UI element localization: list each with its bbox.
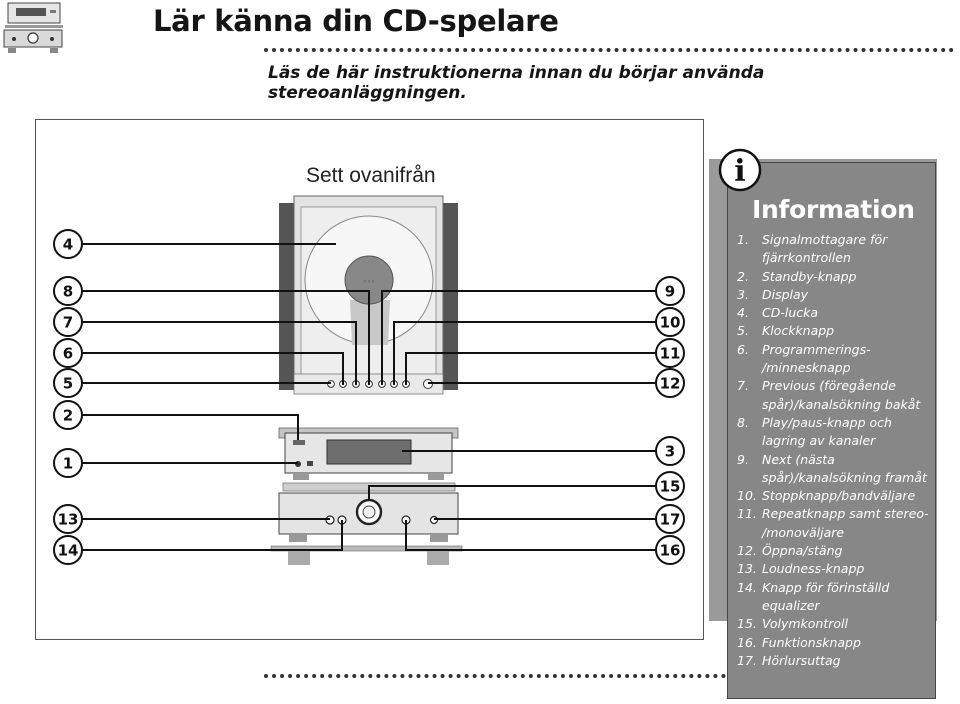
info-item-text: Klockknapp (762, 323, 835, 339)
stereo-thumbnail-icon (3, 2, 63, 53)
callout-5: 5 (63, 375, 73, 393)
info-item: 5. Klockknapp (737, 322, 933, 340)
info-item-number: 17. (737, 652, 757, 668)
info-item-number: 2. (737, 268, 749, 284)
callout-2: 2 (63, 407, 73, 425)
info-item-text: Display (762, 286, 809, 302)
info-item-number: 11. (737, 506, 757, 522)
callout-6: 6 (63, 345, 73, 363)
info-item: 12. Öppna/stäng (737, 542, 933, 560)
callout-10: 10 (660, 314, 681, 332)
callout-1: 1 (63, 455, 73, 473)
info-item-number: 6. (737, 341, 749, 357)
subtitle: Läs de här instruktionerna innan du börj… (268, 63, 765, 103)
info-item-number: 5. (737, 323, 749, 339)
info-item-number: 13. (737, 561, 757, 577)
info-item-text: Signalmottagare för fjärrkontrollen (762, 232, 888, 266)
info-item-text: Öppna/stäng (762, 543, 843, 559)
info-item: 10. Stoppknapp/bandväljare (737, 487, 933, 505)
info-item: 4. CD-lucka (737, 304, 933, 322)
info-list: 1. Signalmottagare för fjärrkontrollen 2.… (737, 231, 933, 670)
callout-15: 15 (660, 478, 681, 496)
info-item: 6. Programmerings- /minnesknapp (737, 341, 933, 378)
info-item-text: Hörlursuttag (762, 652, 841, 668)
info-item-text: Volymkontroll (762, 616, 848, 632)
callout-14: 14 (58, 542, 79, 560)
callout-12: 12 (660, 375, 681, 393)
info-item-number: 16. (737, 634, 757, 650)
info-item-text: Next (nästa spår)/kanalsökning framåt (762, 451, 927, 485)
info-item: 2. Standby-knapp (737, 268, 933, 286)
info-item-number: 8. (737, 414, 749, 430)
info-item-number: 4. (737, 305, 749, 321)
info-item-number: 7. (737, 378, 749, 394)
info-item: 3. Display (737, 286, 933, 304)
info-panel (727, 162, 936, 699)
display-window (326, 439, 412, 465)
callout-16: 16 (660, 542, 681, 560)
callout-17: 17 (660, 511, 681, 529)
info-item-text: Loudness-knapp (762, 561, 865, 577)
info-item: 17. Hörlursuttag (737, 652, 933, 670)
callout-lines (81, 243, 657, 551)
info-item-text: CD-lucka (762, 305, 819, 321)
info-heading: Information (752, 195, 915, 224)
view-label: Sett ovanifrån (306, 164, 436, 187)
callout-3: 3 (665, 443, 675, 461)
info-item-text: Repeatknapp samt stereo- /monoväljare (762, 506, 929, 540)
callouts-right: 9 10 11 12 3 15 17 16 (655, 276, 685, 565)
info-item: 14. Knapp för förinställd equalizer (737, 579, 933, 616)
callout-9: 9 (665, 283, 675, 301)
info-item: 1. Signalmottagare för fjärrkontrollen (737, 231, 933, 268)
info-icon: i (718, 148, 762, 192)
callout-4: 4 (63, 236, 73, 254)
info-item-number: 3. (737, 286, 749, 302)
info-item: 13. Loudness-knapp (737, 560, 933, 578)
info-item-text: Knapp för förinställd equalizer (762, 579, 890, 613)
info-item-number: 15. (737, 616, 757, 632)
info-item: 8. Play/paus-knapp och lagring av kanaler (737, 414, 933, 451)
info-item: 16. Funktionsknapp (737, 634, 933, 652)
info-item-text: Funktionsknapp (762, 634, 861, 650)
info-item-number: 12. (737, 543, 757, 559)
page-title: Lär känna din CD-spelare (153, 4, 559, 38)
info-item-text: Stoppknapp/bandväljare (762, 488, 916, 504)
callout-7: 7 (63, 314, 73, 332)
info-item-number: 9. (737, 451, 749, 467)
cd-unit-front-view (278, 427, 459, 480)
callouts-left: 4 8 7 6 5 2 1 13 14 (53, 229, 83, 565)
info-item-number: 10. (737, 488, 757, 504)
info-icon-letter: i (734, 154, 745, 189)
callout-13: 13 (58, 511, 79, 529)
title-divider (264, 48, 954, 52)
info-item-text: Previous (föregående spår)/kanalsökning … (762, 378, 921, 412)
info-item-number: 1. (737, 232, 749, 247)
info-item: 15. Volymkontroll (737, 615, 933, 633)
info-item-text: Programmerings- /minnesknapp (762, 341, 871, 376)
info-item: 9. Next (nästa spår)/kanalsökning framåt (737, 451, 933, 488)
callout-8: 8 (63, 283, 73, 301)
info-item: 7. Previous (föregående spår)/kanalsöknin… (737, 377, 933, 414)
svg-text:◦◦◦: ◦◦◦ (363, 278, 375, 286)
info-item: 11. Repeatknapp samt stereo- /monoväljare (737, 505, 933, 542)
footer-divider (264, 674, 726, 678)
amplifier-front-view (270, 482, 463, 565)
callout-11: 11 (660, 345, 681, 363)
info-item-number: 14. (737, 579, 757, 595)
info-item-text: Play/paus-knapp och lagring av kanaler (762, 414, 892, 449)
info-item-text: Standby-knapp (762, 268, 857, 284)
